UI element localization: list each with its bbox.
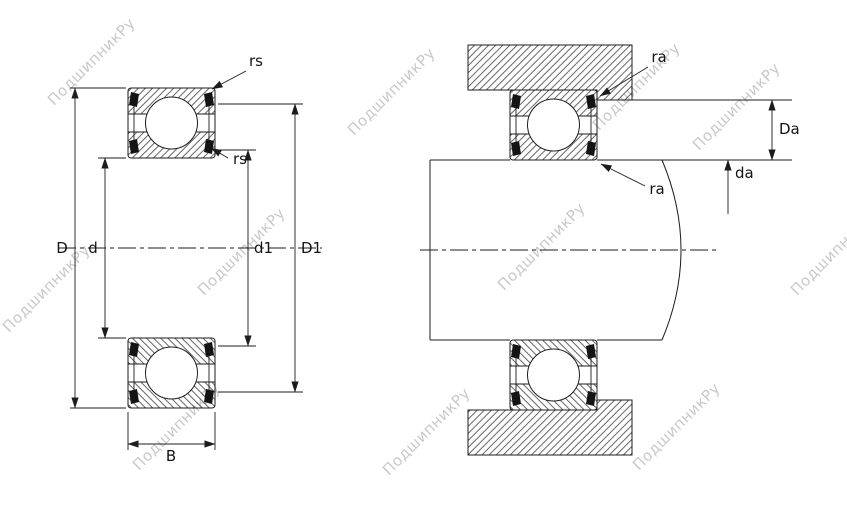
callout-label-rs-outer: rs	[249, 52, 263, 70]
dimension-label-d: d	[88, 239, 98, 257]
dimension-Da: Da	[632, 99, 800, 161]
dimension-d: d	[88, 157, 126, 339]
dimension-D1: D1	[218, 103, 322, 393]
shaft	[429, 159, 792, 341]
leader-line	[600, 163, 646, 187]
leader-line	[211, 70, 247, 90]
dimension-label-d1: d1	[254, 239, 273, 257]
bearing-cross-section-view: D d d1 D1 B rs	[56, 52, 322, 465]
leader-line	[599, 66, 649, 97]
callout-label-rs-inner: rs	[233, 150, 247, 168]
callout-label-ra-housing: ra	[651, 48, 666, 66]
leader-line	[210, 147, 229, 159]
dimension-D: D	[56, 87, 126, 409]
dimension-d1: d1	[218, 149, 273, 347]
watermark-text: ПодшипникРу	[194, 204, 289, 299]
dimension-label-D1: D1	[301, 239, 322, 257]
dimension-label-Da: Da	[779, 120, 800, 138]
callout-ra-shaft: ra	[600, 163, 665, 198]
callout-ra-housing: ra	[599, 48, 667, 97]
watermark-text: ПодшипникРу	[787, 204, 847, 299]
watermark-text: ПодшипникРу	[44, 14, 139, 109]
watermark-text: ПодшипникРу	[689, 59, 784, 154]
watermark-text: ПодшипникРу	[629, 379, 724, 474]
bearing-section-bottom	[509, 339, 598, 411]
dimension-B: B	[127, 412, 216, 465]
shaft-break-curve	[661, 159, 682, 341]
watermark-text: ПодшипникРу	[379, 384, 474, 479]
bearing-section-top	[509, 89, 598, 161]
watermark-text: ПодшипникРу	[494, 199, 589, 294]
dimension-label-da: da	[735, 164, 754, 182]
callout-label-ra-shaft: ra	[649, 180, 664, 198]
watermark-text: ПодшипникРу	[344, 44, 439, 139]
dimension-label-B: B	[166, 447, 176, 465]
watermark-layer: ПодшипникРу ПодшипникРу ПодшипникРу Подш…	[0, 14, 847, 479]
bearing-mounting-view: Da da ra ra	[420, 44, 800, 456]
callout-rs-inner: rs	[210, 147, 247, 168]
watermark-text: ПодшипникРу	[0, 241, 94, 336]
dimension-da: da	[724, 159, 754, 214]
bearing-section-bottom	[127, 337, 216, 409]
callout-rs-outer: rs	[211, 52, 263, 90]
bearing-section-top	[127, 87, 216, 159]
dimension-label-D: D	[56, 239, 68, 257]
